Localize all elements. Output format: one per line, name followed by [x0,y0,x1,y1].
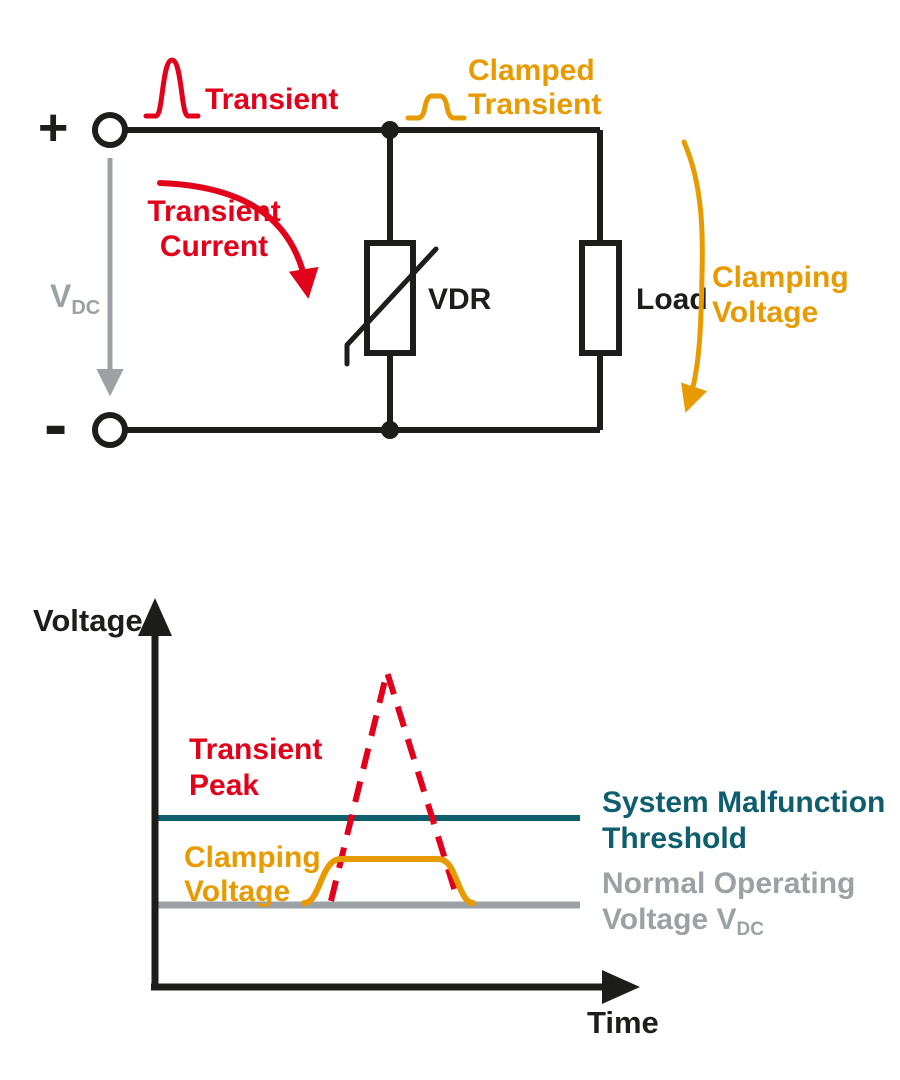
transient-pulse-waveform [143,57,201,119]
y-axis-arrowhead-icon [138,598,172,636]
load-body [579,240,622,356]
negative-terminal [92,412,128,448]
malfunction-threshold-label-line1: System Malfunction [602,786,885,819]
normal-voltage-label-line2: Voltage VDC [602,903,764,940]
minus-sign-label: - [44,385,67,463]
clamped-transient-label-line2: Transient [468,88,601,121]
plus-sign-label: + [38,99,68,157]
positive-terminal [92,112,128,148]
clamped-transient-waveform [405,93,467,121]
junction-dot-bottom [381,421,399,439]
vdc-label-sub: DC [71,297,100,319]
transient-current-arrow [157,180,319,299]
varistor-diagonal-stroke [344,246,439,367]
normal-voltage-label-sub: DC [736,919,764,940]
load-label: Load [636,283,708,316]
time-axis-label: Time [587,1005,659,1040]
varistor-label: VDR [428,283,492,316]
vdc-label-main: V [50,278,72,314]
transient-label: Transient [205,83,338,116]
malfunction-threshold-label-line2: Threshold [602,822,747,855]
clamping-voltage-label-line2: Voltage [712,296,818,329]
transient-current-label-line2: Current [160,230,268,263]
normal-voltage-label-main: Voltage V [602,903,736,936]
transient-current-label-line1: Transient [147,195,280,228]
transient-peak-label-line1: Transient [189,733,322,766]
junction-dot-top [381,121,399,139]
x-axis-arrowhead-icon [602,970,640,1004]
graph-clamping-voltage-label-line2: Voltage [184,875,290,908]
transient-peak-label-line2: Peak [189,769,259,802]
clamping-voltage-arrow [681,139,708,413]
transient-peak-dashed-curve [328,660,461,902]
graph-clamping-voltage-label-line1: Clamping [184,841,321,874]
clamped-transient-label-line1: Clamped [468,54,595,87]
vdc-label: VDC [50,278,100,319]
clamping-voltage-label-line1: Clamping [712,261,849,294]
clamping-voltage-curve [301,856,476,906]
circuit-diagram: + - VDC Transient Clamped Transient Tran… [38,54,849,463]
voltage-axis-label: Voltage [33,603,143,638]
voltage-time-graph: Voltage Time Transient Peak Clamping Vol… [33,598,885,1040]
normal-voltage-label-line1: Normal Operating [602,867,855,900]
